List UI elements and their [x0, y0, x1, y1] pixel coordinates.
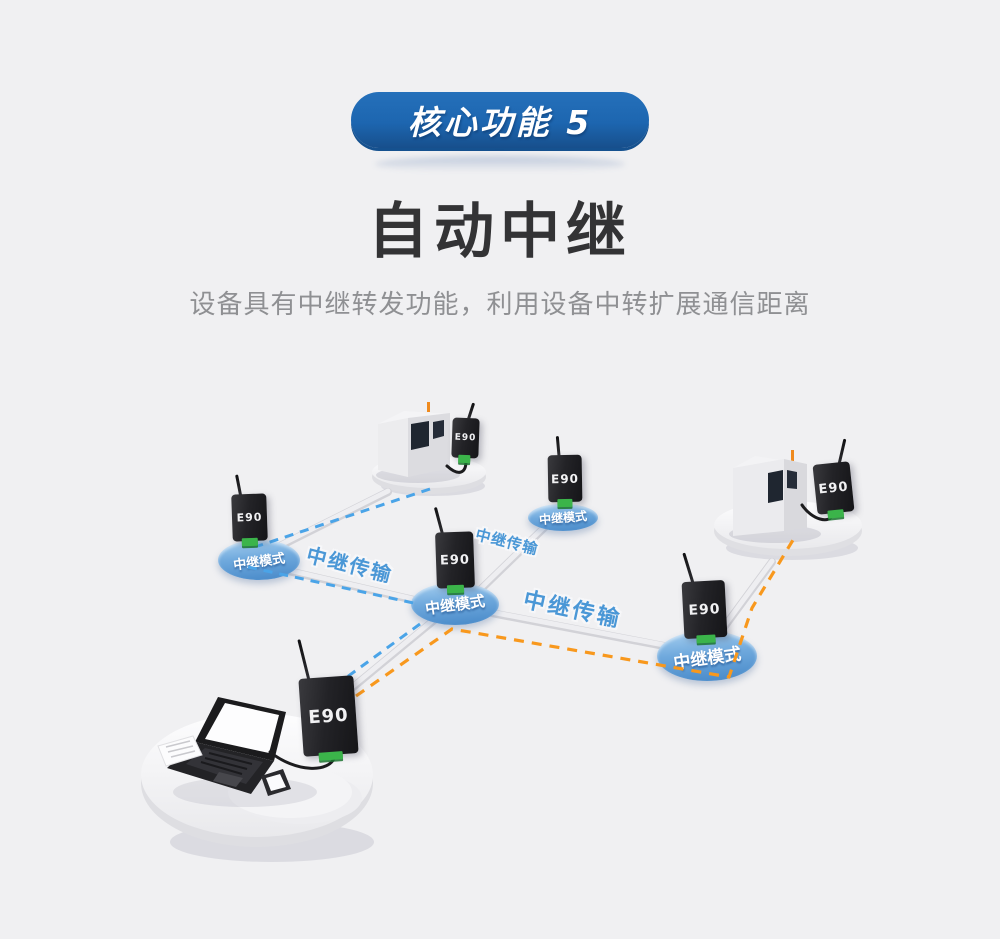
- e90-module-laptop: E90: [297, 639, 359, 761]
- e90-module-machine-right: E90: [812, 438, 855, 519]
- module-connector: [318, 751, 344, 761]
- blue-dashed-links: [247, 487, 431, 679]
- module-connector: [447, 584, 465, 594]
- module-connector: [242, 537, 258, 547]
- e90-module-relay-right: E90: [681, 552, 728, 644]
- paper-sheet: [157, 735, 203, 767]
- machine-right: [729, 450, 821, 543]
- machine-top-left: [376, 402, 460, 483]
- relay-mode-badge-top-center: 中继模式: [528, 504, 598, 531]
- core-function-badge-label: 核心功能 5: [407, 103, 593, 142]
- module-connector: [827, 509, 845, 519]
- orange-dashed-link: [355, 539, 795, 698]
- e90-module-relay-top-center: E90: [547, 436, 583, 508]
- module-connector: [458, 454, 471, 464]
- core-function-badge: 核心功能 5: [351, 92, 649, 148]
- e90-module-relay-left: E90: [231, 474, 268, 547]
- machine-window: [768, 470, 783, 503]
- smartphone-screen: [266, 774, 286, 791]
- smartphone: [261, 769, 291, 796]
- page-subtitle: 设备具有中继转发功能，利用设备中转扩展通信距离: [189, 290, 811, 320]
- machine-window-small: [433, 420, 444, 439]
- e90-module-machine-top-left: E90: [451, 402, 480, 464]
- laptop-keyboard: [186, 748, 263, 784]
- module-connector: [557, 498, 573, 508]
- badge-reflection: [375, 156, 625, 172]
- machine-window-small: [787, 470, 797, 489]
- machine-window: [411, 421, 429, 450]
- e90-module-relay-center: E90: [433, 506, 475, 594]
- relay-tube-links: [258, 488, 776, 692]
- laptop-screen: [205, 703, 279, 753]
- module-connector: [695, 634, 716, 644]
- laptop-trackpad: [213, 772, 243, 787]
- page-title: 自动中继: [368, 197, 632, 267]
